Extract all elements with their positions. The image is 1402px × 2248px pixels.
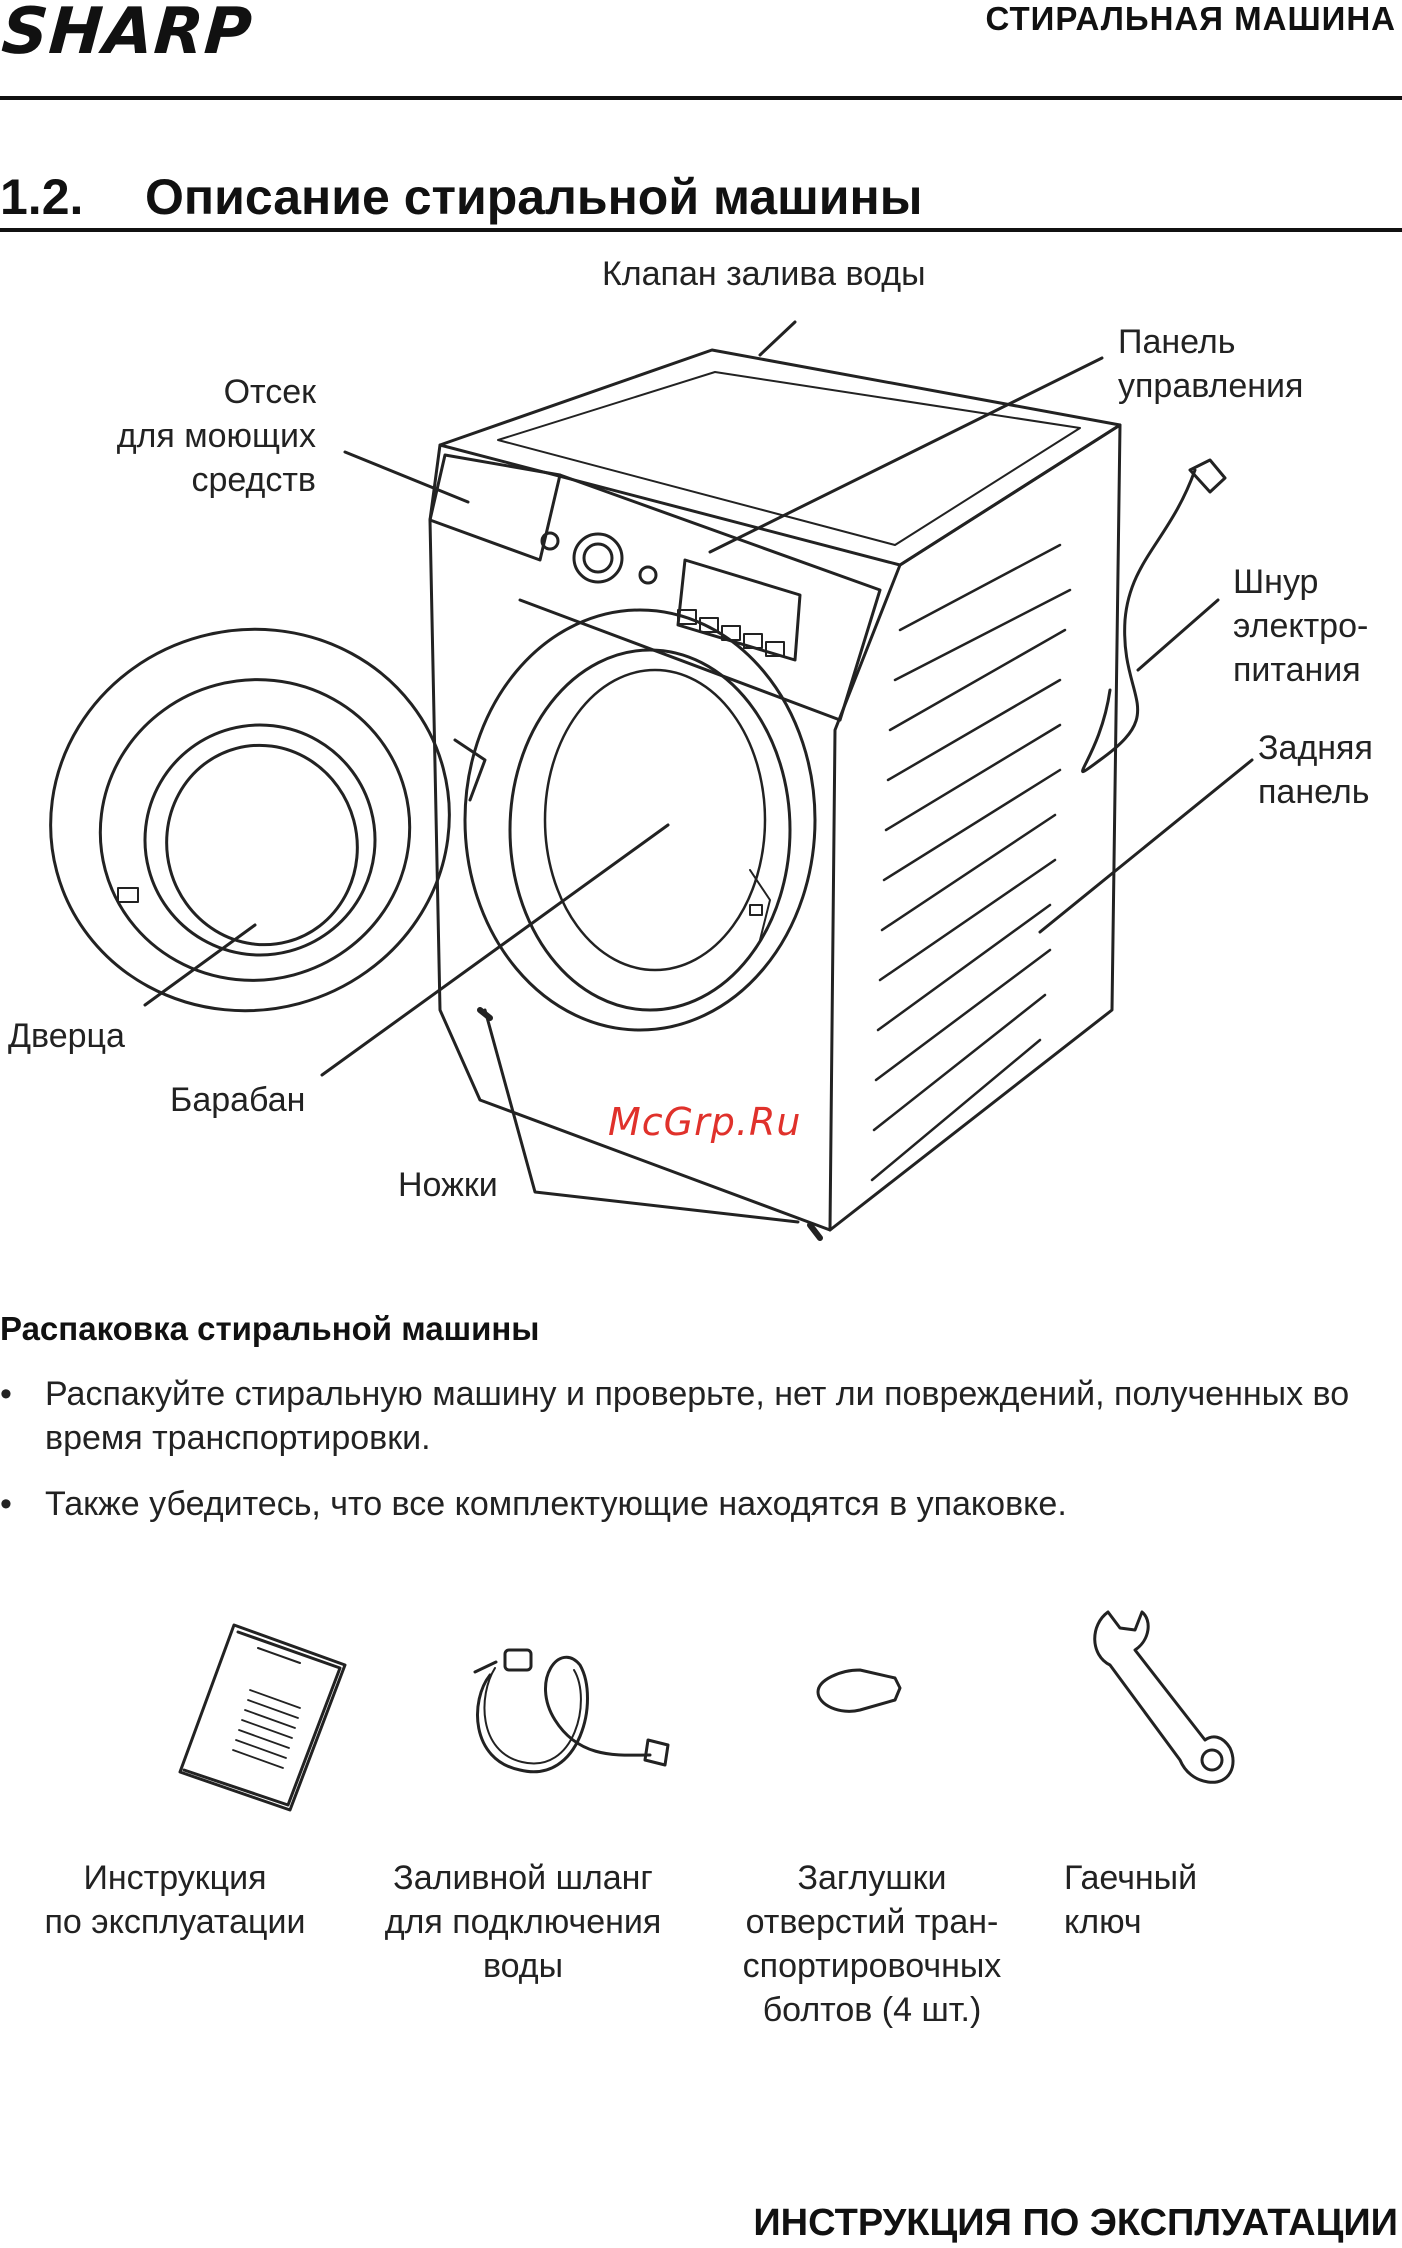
label-back-panel: Задняя панель (1258, 729, 1373, 811)
section-title: Описание стиральной машины (145, 169, 923, 225)
footer-text: ИНСТРУКЦИЯ ПО ЭКСПЛУАТАЦИИ (753, 2202, 1398, 2244)
header-title: СТИРАЛЬНАЯ МАШИНА (985, 0, 1396, 37)
accessory-caption-manual: Инструкция по эксплуатации (44, 1859, 306, 1941)
wrench-icon (1093, 1610, 1235, 1784)
label-door: Дверца (8, 1017, 125, 1055)
section-number: 1.2. (0, 169, 84, 225)
label-control-panel: Панель управления (1118, 323, 1304, 405)
header-divider (0, 96, 1402, 100)
washing-machine-diagram (49, 320, 1254, 1241)
accessory-caption-hose: Заливной шланг для подключения воды (384, 1859, 662, 1985)
label-power-cord: Шнур электро- питания (1233, 563, 1369, 689)
section-heading: 1.2. Описание стиральной машины (0, 168, 922, 226)
hose-icon (473, 1648, 670, 1774)
unpacking-heading: Распаковка стиральной машины (0, 1310, 540, 1347)
label-legs: Ножки (398, 1166, 498, 1204)
label-detergent-compartment: Отсек для моющих средств (116, 373, 316, 499)
label-drum: Барабан (170, 1081, 306, 1119)
list-item: Распакуйте стиральную машину и проверьте… (0, 1372, 1400, 1460)
section-divider (0, 228, 1402, 232)
watermark: McGrp.Ru (608, 1100, 802, 1144)
accessory-caption-caps: Заглушки отверстий тран- спортировочных … (742, 1859, 1002, 2029)
accessory-caption-wrench: Гаечный ключ (1064, 1859, 1198, 1941)
list-item: Также убедитесь, что все комплектующие н… (0, 1482, 1400, 1526)
unpacking-list: Распакуйте стиральную машину и проверьте… (0, 1372, 1400, 1548)
manual-icon (178, 1623, 347, 1812)
label-water-valve: Клапан залива воды (602, 255, 926, 293)
plug-cap-icon (816, 1668, 902, 1713)
